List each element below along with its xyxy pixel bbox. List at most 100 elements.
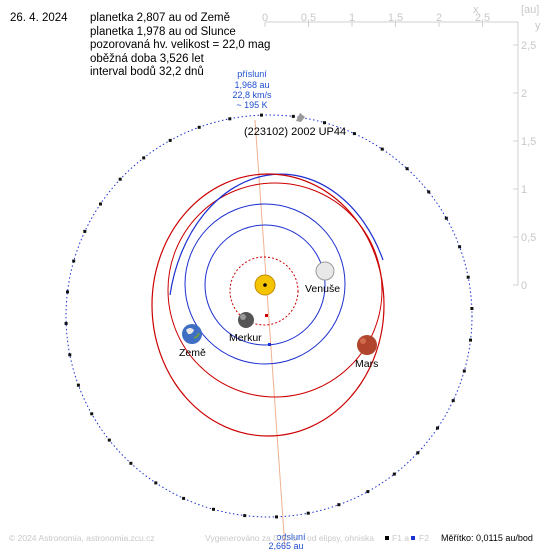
orbit-position-dot: [392, 472, 396, 476]
perihelion-speed: 22,8 km/s: [232, 90, 272, 100]
orbit-position-dot: [260, 113, 263, 117]
mars-orbit: [167, 182, 383, 398]
earth-orbit: [184, 203, 346, 365]
orbit-position-dot: [142, 156, 146, 160]
orbit-position-dot: [323, 121, 326, 125]
footer-legend-ellipse: od elipsy, ohniska: [307, 533, 374, 543]
orbit-position-dot: [380, 147, 384, 151]
orbit-position-dot: [154, 481, 158, 485]
y-axis-tick-label: 1,5: [521, 136, 536, 148]
orbit-position-dot: [337, 503, 341, 507]
perihelion-labels: přísluní 1,968 au 22,8 km/s ~ 195 K: [232, 69, 272, 110]
focus-f1-marker: [265, 314, 268, 317]
orbit-position-dot: [99, 202, 102, 206]
x-axis-tick-label: 0: [262, 12, 268, 24]
orbit-position-dot: [462, 369, 466, 373]
mars-orbit-full: [151, 173, 385, 437]
info-period: oběžná doba 3,526 let: [90, 52, 204, 65]
x-axis-tick-label: 2: [436, 12, 442, 24]
orbit-position-dot: [275, 515, 278, 519]
legend-f1-marker: [385, 536, 389, 540]
asteroid-name: (223102) 2002 UP44: [244, 126, 346, 138]
perihelion-distance: 1,968 au: [234, 80, 269, 90]
aphelion-title: odsluní: [276, 532, 306, 542]
footer: © 2024 Astronomia, astronomia.zcu.cz Vyg…: [9, 533, 533, 543]
orbit-position-dot: [405, 167, 409, 171]
orbit-position-dot: [444, 216, 448, 220]
y-axis-letter: y: [535, 20, 541, 32]
footer-legend-f2: F2: [419, 533, 429, 543]
sun: [254, 274, 276, 296]
mars-label: Mars: [355, 358, 378, 370]
footer-copyright: © 2024 Astronomia, astronomia.zcu.cz: [9, 533, 155, 543]
focus-f2-marker: [268, 343, 271, 346]
perihelion-title: přísluní: [237, 69, 267, 79]
y-axis-tick-label: 0: [521, 280, 527, 292]
y-axis-tick-label: 1: [521, 184, 527, 196]
footer-legend-f1: F1 a: [392, 533, 409, 543]
orbit-position-dot: [72, 259, 76, 263]
info-sun-distance: planetka 1,978 au od Slunce: [90, 25, 236, 38]
info-interval: interval bodů 32,2 dnů: [90, 66, 204, 78]
aphelion-distance: 2,665 au: [268, 541, 303, 550]
x-axis-tick-label: 2,5: [475, 12, 490, 24]
mars-planet: [357, 335, 377, 355]
footer-scale: Měřítko: 0,0115 au/bod: [441, 533, 533, 543]
orbit-position-dot: [76, 383, 80, 387]
earth-planet: [182, 324, 202, 344]
orbit-position-dot: [427, 190, 431, 194]
apsis-line: [254, 119, 286, 549]
orbit-position-dot: [291, 114, 295, 118]
venus-orbit: [204, 224, 326, 346]
footer-generated: Vygenerováno za 0,10 s: [205, 533, 296, 543]
orbit-position-dot: [228, 117, 232, 121]
orbit-position-dot: [66, 290, 69, 294]
orbit-position-dot: [436, 426, 439, 430]
perihelion-temperature: ~ 195 K: [236, 100, 267, 110]
asteroid-marker: [296, 113, 305, 122]
y-axis-tick-label: 2,5: [521, 40, 536, 52]
orbit-position-dot: [212, 507, 215, 511]
orbit-position-dot: [306, 511, 310, 515]
mercury-planet: [238, 312, 254, 328]
info-magnitude: pozorovaná hv. velikost = 22,0 mag: [90, 39, 271, 51]
asteroid-orbit: [65, 114, 473, 518]
mercury-orbit: [229, 256, 299, 326]
orbit-position-dot: [90, 412, 94, 416]
x-axis-tick-label: 1,5: [388, 12, 403, 24]
info-panel: planetka 2,807 au od Země planetka 1,978…: [90, 12, 270, 80]
x-axis-letter: x: [473, 4, 479, 16]
venus-label: Venuše: [305, 283, 340, 295]
orbit-position-dot: [107, 438, 111, 442]
mercury-label: Merkur: [229, 332, 262, 344]
orbit-position-dot: [182, 496, 186, 500]
orbit-position-dot: [466, 275, 470, 279]
orbit-position-dot: [470, 307, 474, 310]
orbit-position-dot: [458, 245, 462, 249]
earth-label: Země: [179, 347, 206, 359]
orbit-position-dot: [118, 177, 122, 181]
x-axis-tick-label: 1: [349, 12, 355, 24]
orbit-position-dot: [366, 490, 370, 494]
orbit-position-dot: [83, 229, 87, 233]
orbit-position-dot: [243, 514, 247, 518]
orbit-position-dot: [129, 461, 133, 465]
date-label: 26. 4. 2024: [10, 12, 68, 24]
x-axis-tick-label: 0,5: [301, 12, 316, 24]
axis-unit-label: [au]: [521, 4, 539, 16]
orbit-position-dot: [64, 322, 68, 325]
info-earth-distance: planetka 2,807 au od Země: [90, 12, 231, 24]
y-axis-tick-label: 0,5: [521, 232, 536, 244]
axis-scale: 0 0,5 1 1,5 2 2,5 2,5 2 1,5 1 0,5 0 x [au] y: [262, 4, 541, 292]
orbit-position-dot: [68, 353, 72, 357]
orbit-position-dot: [352, 132, 356, 136]
orbit-position-dot: [416, 451, 420, 455]
orbit-position-dot: [168, 138, 172, 142]
venus-planet: [315, 261, 335, 281]
orbit-position-dot: [469, 338, 472, 342]
y-axis-tick-label: 2: [521, 88, 527, 100]
aphelion-labels: odsluní 2,665 au: [268, 532, 306, 550]
orbit-position-dot: [197, 125, 201, 129]
